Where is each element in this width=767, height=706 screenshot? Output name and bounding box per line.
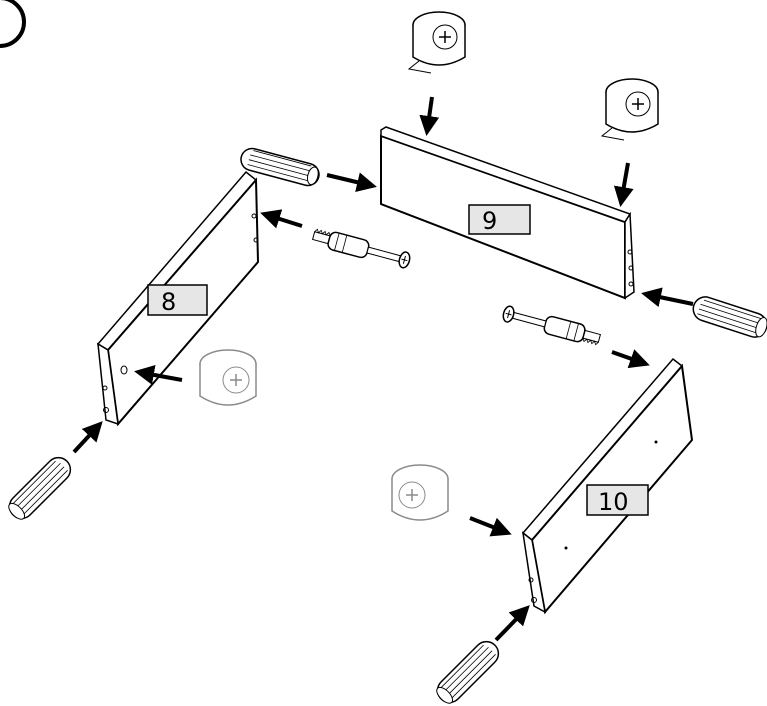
panel-8-label-box — [148, 285, 207, 315]
cam-lock-icon — [602, 79, 658, 140]
panel-10-label: 10 — [598, 488, 629, 516]
cam-lock-icon — [392, 465, 448, 520]
cam-lock-icon — [200, 350, 256, 405]
panel-9-label-box — [469, 205, 530, 234]
panel-8-label: 8 — [161, 288, 176, 316]
cam-lock-icon — [409, 12, 465, 73]
step-number-circle — [0, 0, 24, 46]
dowel-icon — [433, 637, 504, 706]
cam-bolt-icon — [501, 304, 601, 347]
panel-9-label: 9 — [482, 207, 497, 235]
dowel-icon — [5, 453, 76, 524]
dowel-icon — [690, 294, 767, 340]
panel-10: 10 — [523, 359, 692, 612]
cam-bolt-icon — [311, 227, 411, 270]
panel-9: 9 — [381, 127, 634, 298]
